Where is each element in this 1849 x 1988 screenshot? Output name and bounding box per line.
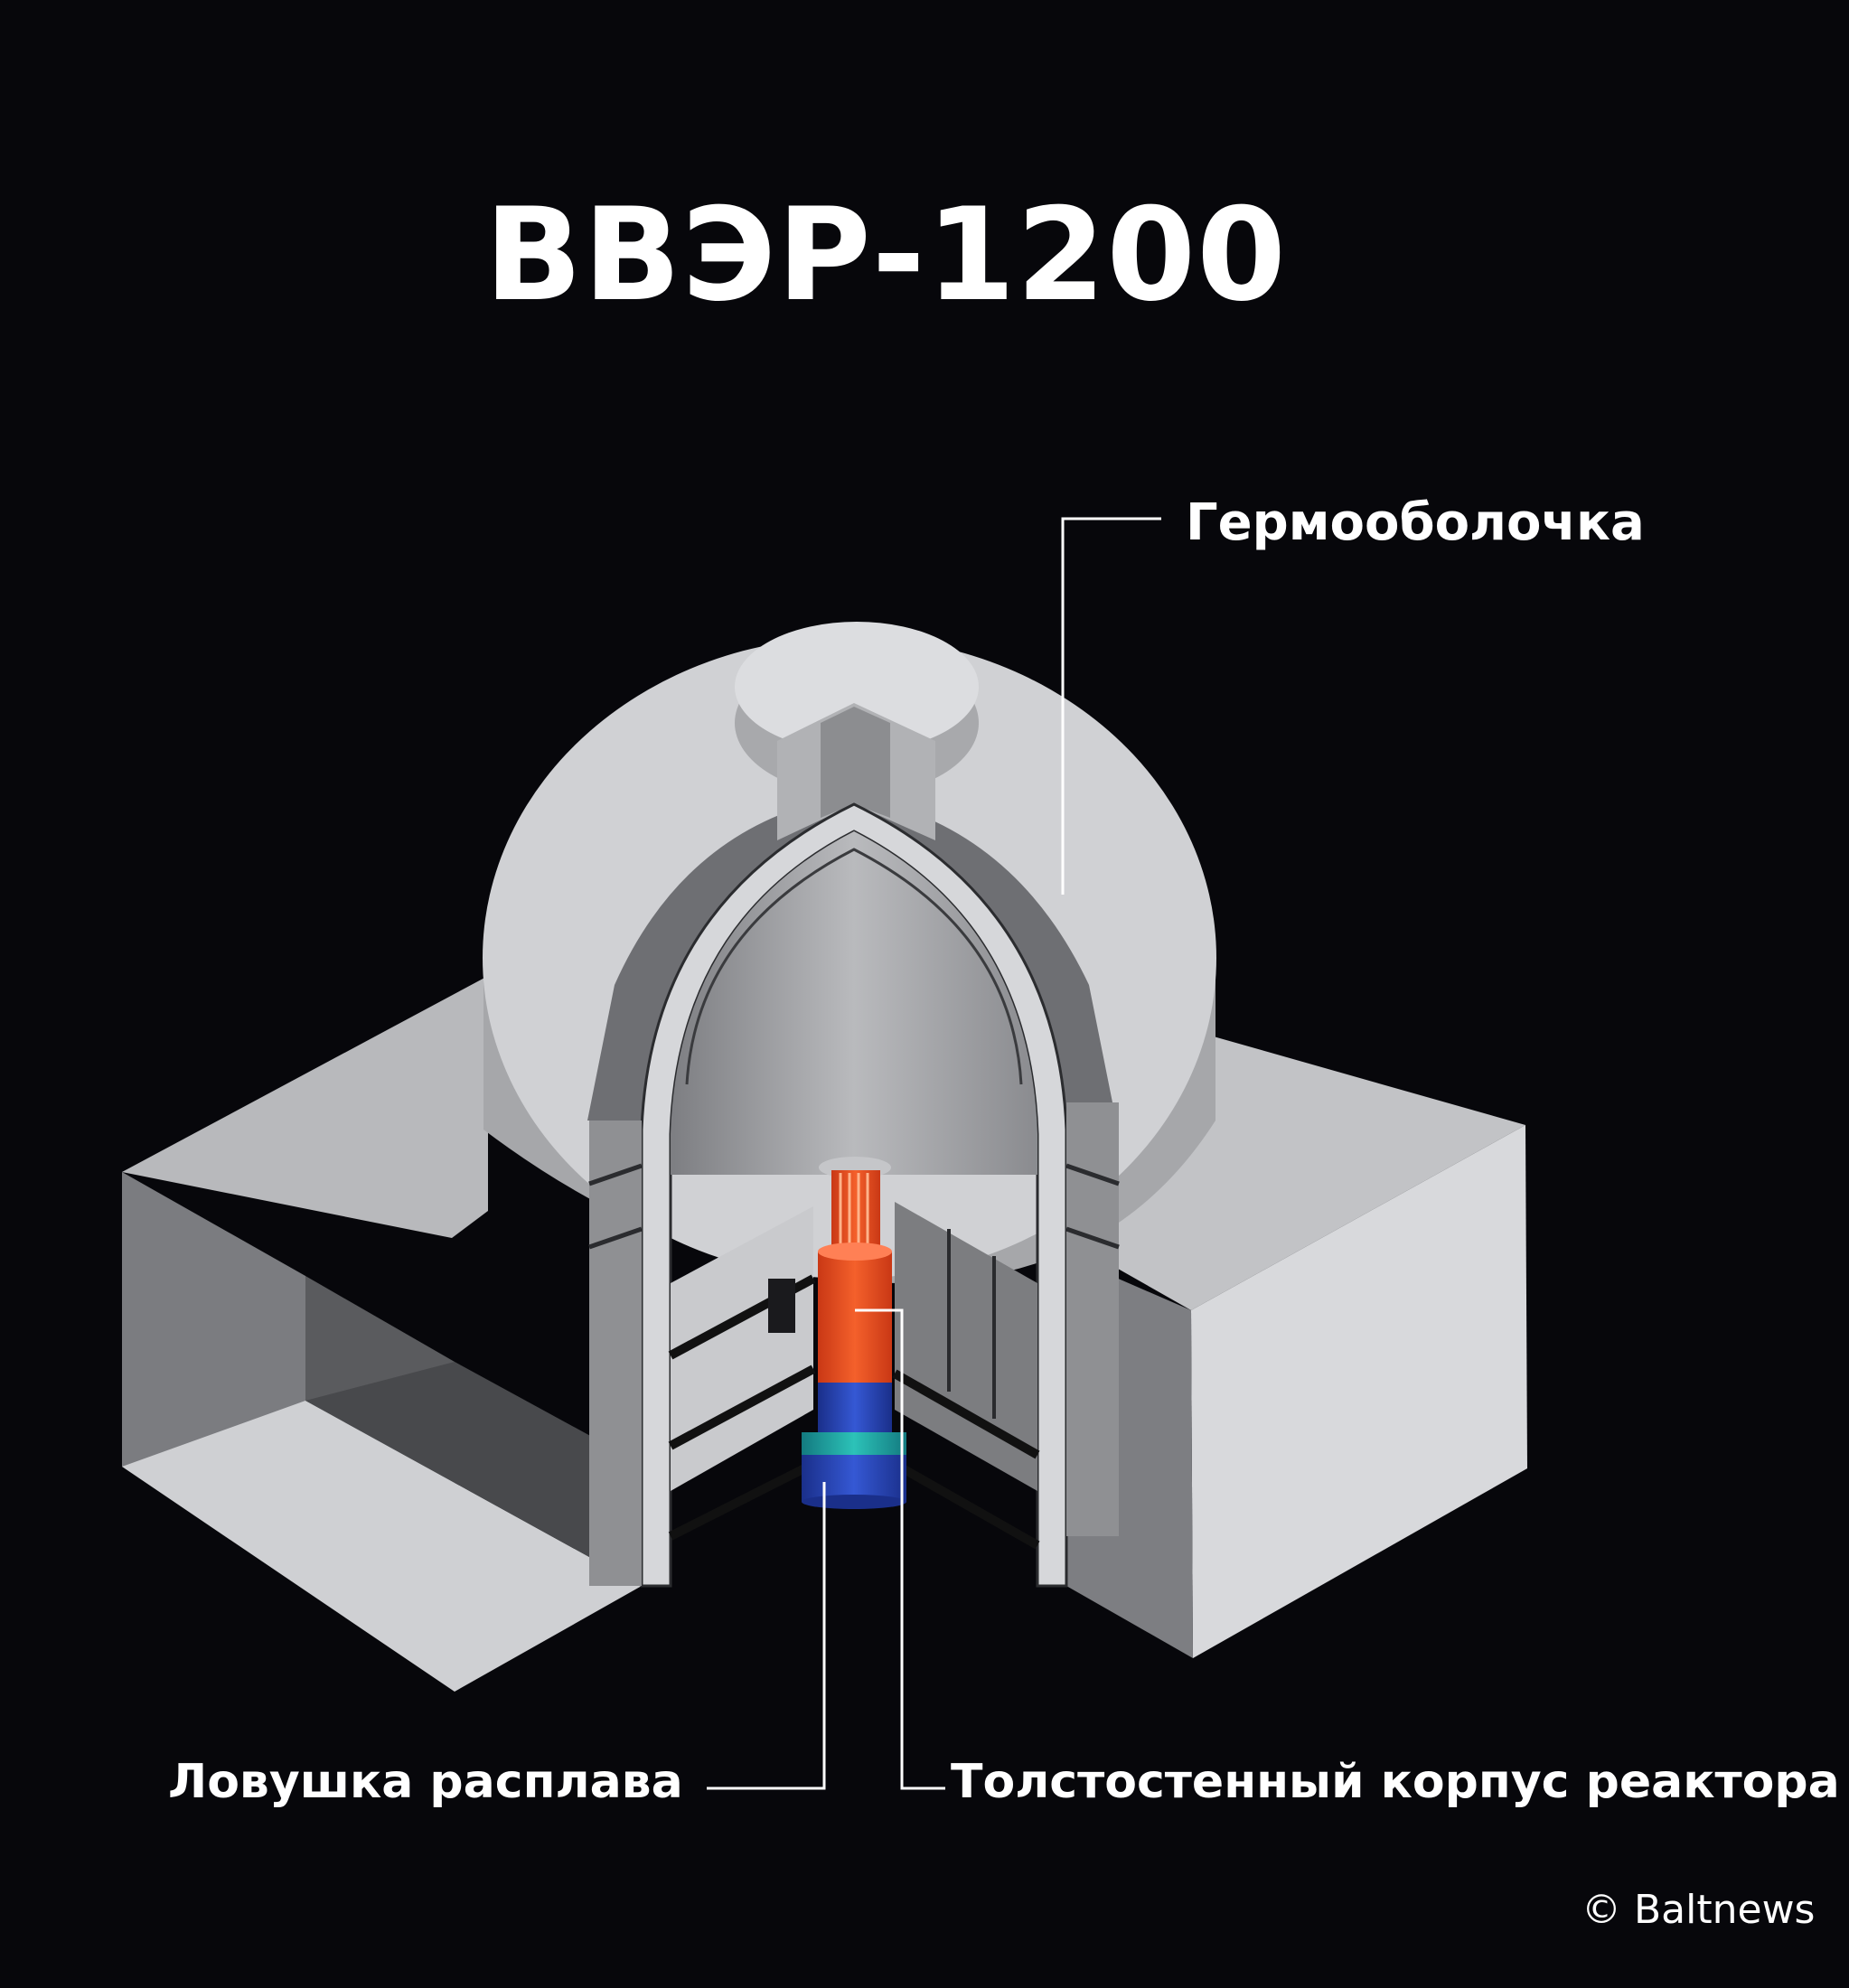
vessel-lower-section — [818, 1383, 892, 1432]
left-block-floor — [122, 1401, 642, 1692]
right-rib-shelf-1 — [1065, 1163, 1120, 1186]
interior-left-room — [671, 1206, 813, 1491]
left-block-side-face — [305, 1362, 642, 1586]
reactor-vessel-group — [818, 1157, 892, 1432]
right-block-front-face — [1191, 1125, 1527, 1658]
floor-line-right-1 — [892, 1369, 1040, 1459]
reactor-vessel-shoulder — [818, 1242, 892, 1261]
right-rib-shelf-2 — [1065, 1226, 1120, 1250]
reactor-vessel-body — [818, 1252, 892, 1383]
containment-leader-line — [1061, 517, 1161, 895]
left-rib-shelf-2 — [588, 1226, 643, 1250]
core-fuel-assemblies — [831, 1170, 880, 1252]
interior-floors — [668, 1202, 1040, 1550]
arch-inner-ring — [685, 848, 1023, 1085]
core-catcher-group — [802, 1432, 906, 1509]
inner-containment-arch — [588, 802, 1120, 1588]
interior-right-room — [895, 1202, 1037, 1491]
core-catcher-ring — [802, 1432, 906, 1455]
copyright-credit: © Baltnews — [1582, 1887, 1816, 1933]
leader-lines — [707, 517, 1161, 1790]
floor-line-left-2 — [668, 1364, 816, 1450]
containment-label: Гермооболочка — [1186, 493, 1645, 552]
core-catcher-leader-line — [707, 1482, 826, 1790]
core-catcher-bottom — [802, 1495, 906, 1509]
floor-line-right-2 — [892, 1459, 1040, 1550]
left-auxiliary-block — [122, 976, 642, 1692]
left-rib-shelf-1 — [588, 1163, 643, 1186]
core-catcher-body — [802, 1455, 906, 1502]
left-outer-rib — [589, 1121, 642, 1586]
inner-dome-surface — [671, 831, 1037, 1175]
reactor-vessel-label: Толстостенный корпус реактора — [951, 1755, 1840, 1809]
ventilation-shaft-inner — [821, 707, 890, 818]
page-title: ВВЭР-1200 — [484, 181, 1287, 330]
left-block-top-face — [122, 976, 488, 1238]
core-catcher-label: Ловушка расплава — [168, 1755, 683, 1809]
top-cap-surface — [735, 622, 979, 752]
floor-line-left-3 — [668, 1459, 816, 1541]
vessel-leader-line — [855, 1308, 945, 1790]
service-opening — [768, 1279, 795, 1333]
